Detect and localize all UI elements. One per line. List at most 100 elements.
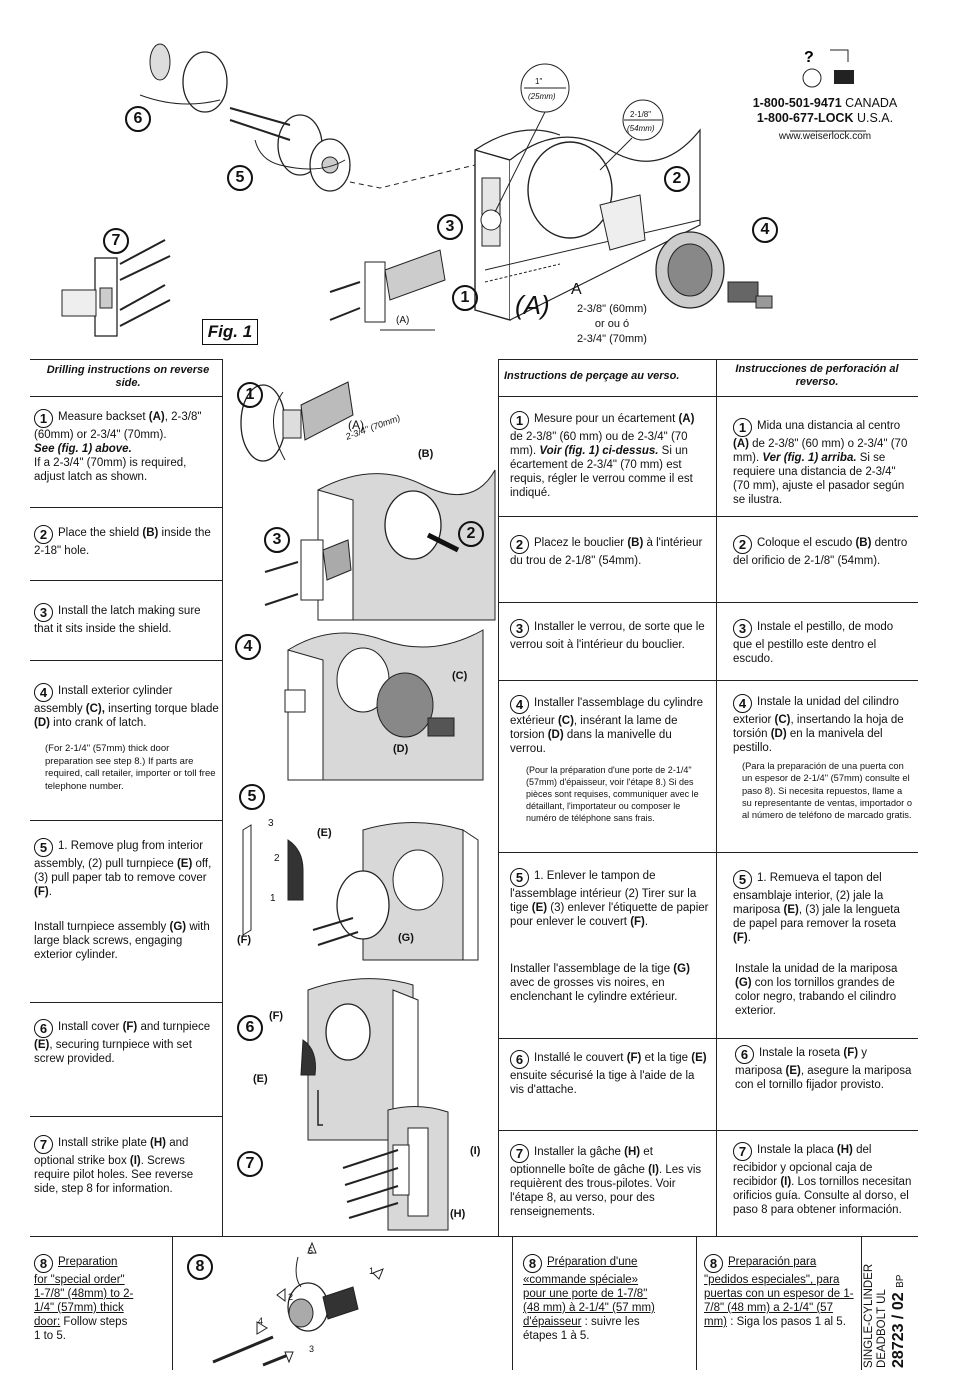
es-num-8: 8: [704, 1254, 723, 1273]
fig-step-7: 7: [103, 228, 129, 254]
step8-diagram: [212, 1241, 384, 1367]
fr-num-1: 1: [510, 411, 529, 430]
fr-num-3: 3: [510, 619, 529, 638]
label-a-small: (A): [396, 315, 410, 326]
backset-1: 2-3/8" (60mm): [577, 303, 647, 315]
product-line1: SINGLE-CYLINDER: [863, 1263, 875, 1368]
d6-e: (E): [253, 1073, 268, 1085]
en-num-4: 4: [34, 683, 53, 702]
en-num-1: 1: [34, 409, 53, 428]
diag-num-1: 1: [237, 382, 263, 408]
product-bp: BP: [895, 1274, 906, 1288]
french-header: Instructions de perçage au verso.: [504, 370, 680, 382]
d4-c: (C): [452, 670, 468, 682]
product-line2: DEADBOLT UL: [876, 1289, 888, 1368]
es-num-1: 1: [733, 418, 752, 437]
d8-n2: 2: [288, 1292, 294, 1302]
d2-b: (B): [418, 448, 434, 460]
dim-1in: 1": [535, 77, 543, 86]
es-num-4: 4: [733, 694, 752, 713]
diag-num-6: 6: [237, 1015, 263, 1041]
d6-f: (F): [269, 1010, 284, 1022]
d5-e: (E): [317, 827, 332, 839]
fig-step-1: 1: [452, 285, 478, 311]
fr-step-4-note: (Pour la préparation d'une porte de 2-1/…: [526, 765, 699, 823]
dim-2-1-8: 2-1/8": [630, 110, 652, 119]
d1-a: (A): [348, 418, 364, 432]
en-step-4-note: (For 2-1/4" (57mm) thick door preparatio…: [45, 743, 216, 792]
label-a-big: (A): [515, 290, 550, 320]
d7-i: (I): [470, 1145, 481, 1157]
d8-n4: 4: [258, 1316, 264, 1326]
fig-title: Fig. 1: [202, 319, 258, 345]
product-id: SINGLE-CYLINDER DEADBOLT UL 28723 / 02 B…: [863, 1238, 915, 1368]
backset-values: 2-3/8" (60mm) or ou ó 2-3/4" (70mm): [562, 302, 662, 347]
product-code: 28723 / 02: [890, 1292, 907, 1368]
d5-n2: 2: [274, 853, 280, 864]
en-num-5: 5: [34, 838, 53, 857]
d8-n3: 3: [309, 1344, 315, 1354]
fr-num-2: 2: [510, 535, 529, 554]
d7-h: (H): [450, 1208, 466, 1220]
d5-n1: 1: [270, 893, 276, 904]
d4-d: (D): [393, 743, 409, 755]
phone-canada[interactable]: 1-800-501-9471: [752, 96, 842, 110]
fig-step-5: 5: [227, 165, 253, 191]
es-num-7: 7: [733, 1142, 752, 1161]
fig-step-2: 2: [664, 166, 690, 192]
canada-label: CANADA: [845, 96, 898, 110]
svg-text:?: ?: [804, 49, 814, 66]
diag-num-8: 8: [187, 1254, 213, 1280]
en-step-5b: Install turnpiece assembly (G) with larg…: [34, 921, 210, 961]
steps-diagrams: [240, 381, 496, 1231]
es-step-4-note: (Para la preparación de una puerta con u…: [742, 761, 913, 821]
website-link[interactable]: www.weiserlock.com: [778, 131, 872, 142]
spanish-header: Instrucciones de perforación al reverso.: [735, 363, 899, 388]
fig-step-4: 4: [752, 217, 778, 243]
en-num-3: 3: [34, 603, 53, 622]
d5-n3: 3: [268, 818, 274, 829]
en-num-2: 2: [34, 525, 53, 544]
dim-25mm: (25mm): [528, 92, 556, 101]
es-num-2: 2: [733, 535, 752, 554]
fig-step-6: 6: [125, 106, 151, 132]
usa-label: U.S.A.: [856, 111, 894, 125]
diag-num-4: 4: [235, 634, 261, 660]
diag-num-5: 5: [239, 784, 265, 810]
fr-num-6: 6: [510, 1050, 529, 1069]
dim-54mm: (54mm): [627, 124, 655, 133]
backset-2: 2-3/4" (70mm): [577, 333, 647, 345]
es-num-3: 3: [733, 619, 752, 638]
fr-num-4: 4: [510, 695, 529, 714]
d5-f: (F): [237, 934, 252, 946]
phone-usa[interactable]: 1-800-677-LOCK: [756, 111, 854, 125]
es-step-5b: Instale la unidad de la mariposa (G) con…: [735, 963, 898, 1017]
label-a: A: [571, 281, 582, 298]
es-num-5: 5: [733, 870, 752, 889]
en-num-6: 6: [34, 1019, 53, 1038]
fr-num-5: 5: [510, 868, 529, 887]
diag-num-2: 2: [458, 521, 484, 547]
